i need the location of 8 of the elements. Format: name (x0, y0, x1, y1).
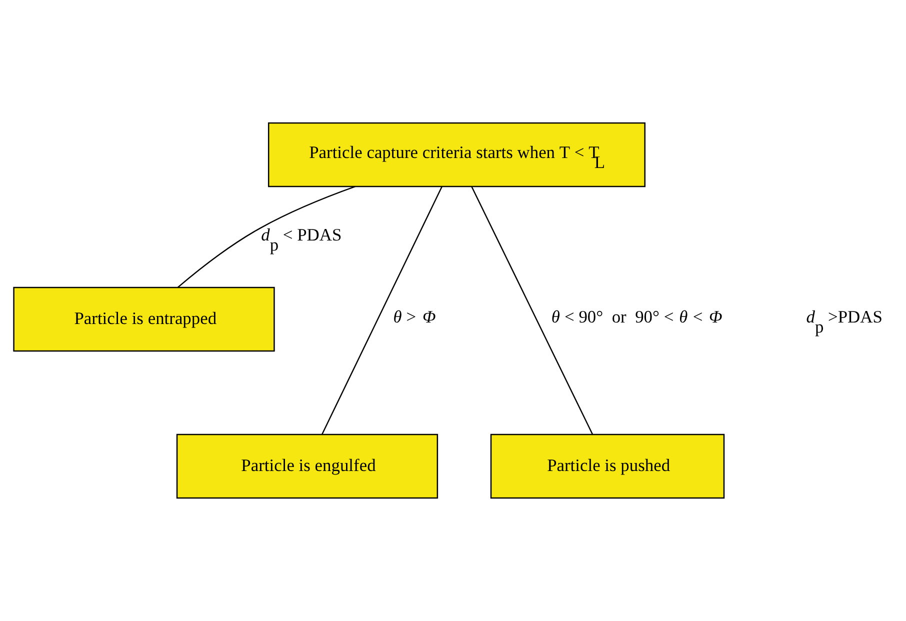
node-box: Particle is entrapped (13, 286, 275, 352)
connector (471, 186, 594, 435)
edge-label: θ < 90° or 90° < θ < Φ (551, 306, 722, 327)
connector (321, 186, 442, 435)
edge-label: θ > Φ (393, 306, 436, 327)
node-box: Particle is engulfed (176, 434, 438, 499)
node-box: Particle is pushed (490, 434, 725, 499)
connector (178, 186, 356, 288)
